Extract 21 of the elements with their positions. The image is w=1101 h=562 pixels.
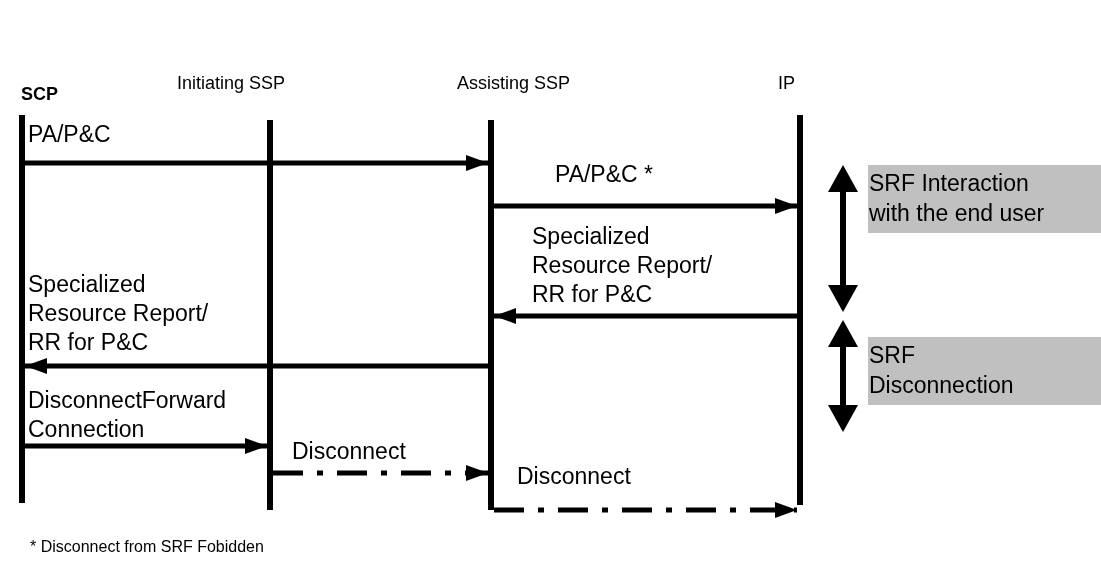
message-label: PA/P&C * bbox=[555, 160, 654, 189]
annotation-box: SRF Disconnection bbox=[868, 337, 1101, 405]
message-label: Disconnect bbox=[517, 462, 632, 491]
arrow bbox=[25, 358, 488, 374]
message-label: Specialized Resource Report/ RR for P&C bbox=[28, 270, 210, 357]
arrow bbox=[494, 198, 797, 214]
message-label: Disconnect bbox=[292, 437, 407, 466]
arrow bbox=[25, 155, 488, 171]
dash-dot-arrow bbox=[494, 502, 797, 518]
message-label: PA/P&C bbox=[28, 120, 112, 149]
arrow bbox=[494, 308, 797, 324]
arrow bbox=[25, 438, 267, 454]
participant-label: Initiating SSP bbox=[177, 73, 286, 93]
participant-label: IP bbox=[778, 73, 795, 93]
dash-dot-arrow bbox=[273, 465, 488, 481]
annotation-box: SRF Interaction with the end user bbox=[868, 165, 1101, 233]
participant-label: Assisting SSP bbox=[457, 73, 571, 93]
message-label: Specialized Resource Report/ RR for P&C bbox=[532, 222, 714, 309]
footnote: * Disconnect from SRF Fobidden bbox=[30, 538, 264, 556]
participant-label: SCP bbox=[21, 84, 58, 104]
message-label: DisconnectForward Connection bbox=[28, 386, 228, 444]
